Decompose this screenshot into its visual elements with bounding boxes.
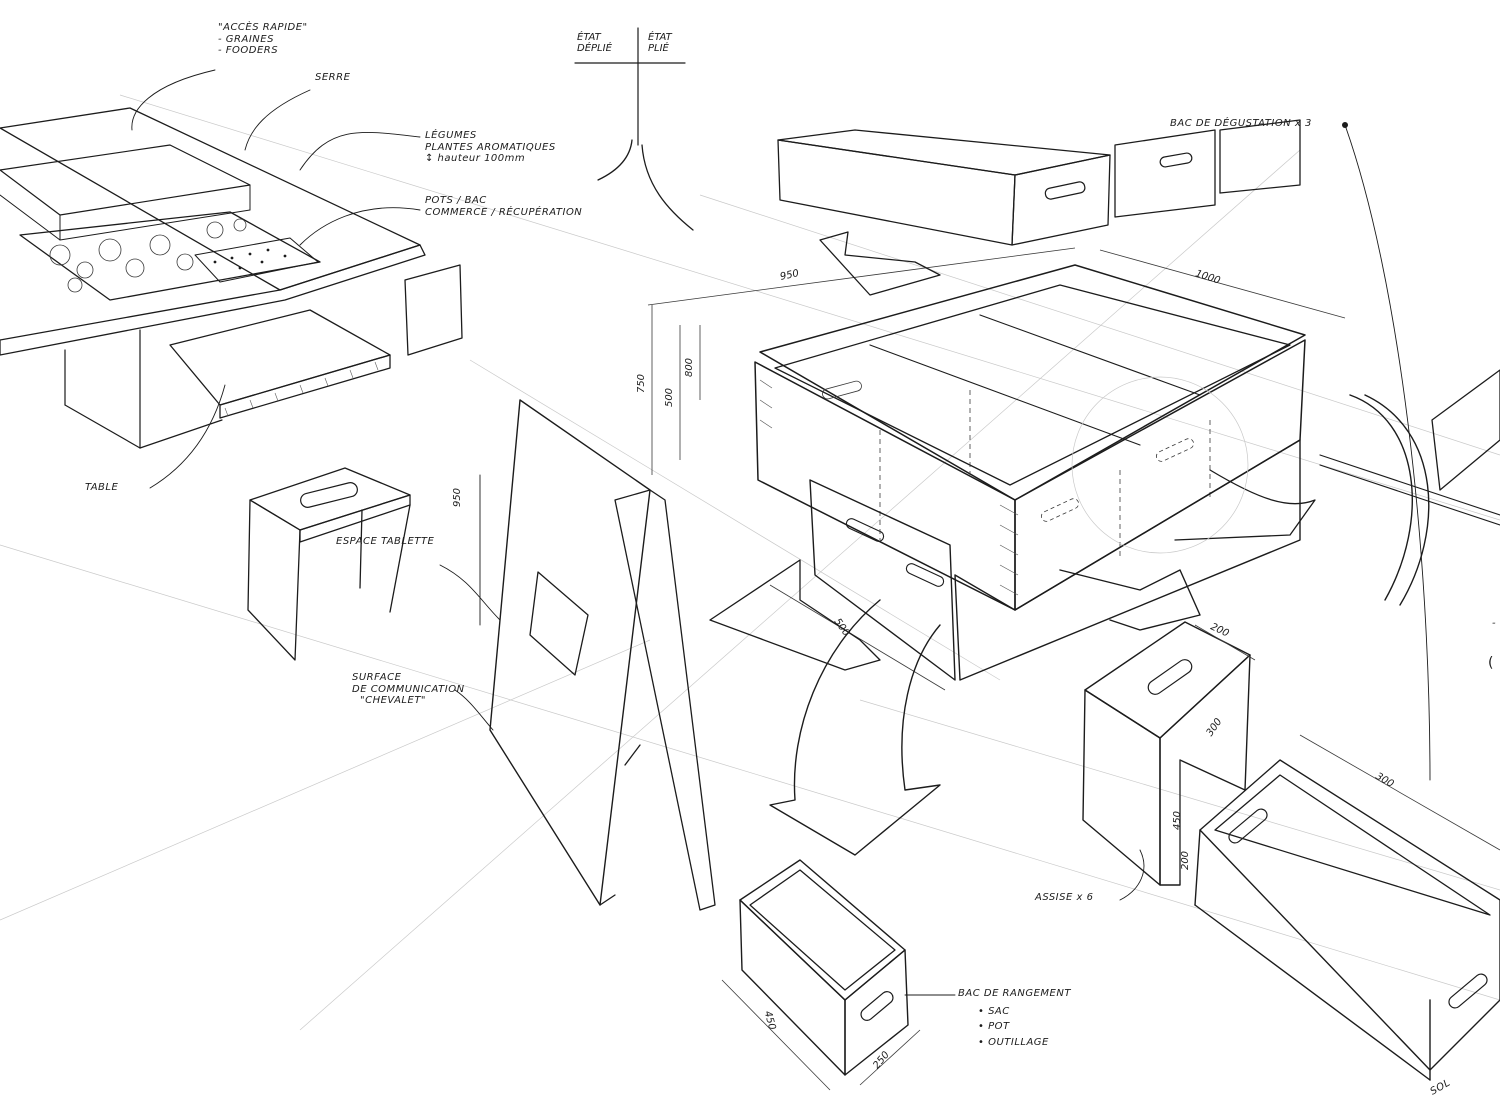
pots-line1: POTS / BAC [425,195,487,206]
storage-bin-sketch [721,859,956,1091]
easel-sketch [439,399,716,911]
greenhouse-label: SERRE [315,72,351,83]
quick-access-note: "ACCÈS RAPIDE" - GRAINES - FOODERS [218,22,308,57]
comm-line1: SURFACE [352,672,402,683]
table-edge-hatch [224,361,379,417]
legend-folded: ÉTAT PLIÉ [648,32,672,54]
cut-paren: ( [1488,655,1494,671]
vegetables-height: ↕ hauteur 100mm [425,153,526,164]
pots-note: POTS / BAC COMMERCE / RÉCUPÉRATION [425,195,582,218]
construction-guides [0,94,1500,1031]
storage-title: BAC DE RANGEMENT [958,988,1071,999]
stool-sketch [247,467,411,661]
legend-cross [574,27,694,231]
dimension-450-seat: 450 [1172,810,1184,831]
front-edge-hatch [759,379,1019,596]
plant-scribbles [49,218,247,293]
storage-item-tools: • OUTILLAGE [978,1036,1049,1048]
seat-sketch [1082,621,1256,901]
unfolded-unit-sketch [647,119,1346,856]
dimension-950-easel: 950 [452,487,464,508]
pot-dots [213,248,287,270]
tasting-bin-label: BAC DE DÉGUSTATION x 3 [1170,118,1312,129]
dimension-800-height: 800 [684,357,696,378]
table-label: TABLE [85,482,119,493]
storage-item-pot: • POT [978,1021,1010,1032]
storage-item-bag: • SAC [978,1005,1010,1017]
legend-folded-line2: PLIÉ [648,43,669,54]
dimension-500-height: 500 [664,387,676,408]
seat-label: ASSISE x 6 [1035,892,1094,903]
legend-unfolded-line1: ÉTAT [577,32,601,43]
legend-unfolded: ÉTAT DÉPLIÉ [577,32,612,54]
vegetables-line2: PLANTES AROMATIQUES [425,141,556,153]
right-edge-sketch [1319,122,1500,781]
shelf-space-label: ESPACE TABLETTE [336,536,435,547]
vegetables-note: LÉGUMES PLANTES AROMATIQUES ↕ hauteur 10… [425,130,556,165]
folded-module-sketch [0,69,463,489]
comm-line2: DE COMMUNICATION [352,683,465,695]
vegetables-line1: LÉGUMES [425,130,477,141]
legend-folded-line1: ÉTAT [648,32,672,43]
dimension-200-seat-side: 200 [1180,850,1192,871]
quick-access-item-fodders: - FOODERS [218,45,279,56]
quick-access-item-seeds: - GRAINES [218,33,274,45]
dimension-750-height: 750 [636,373,648,394]
cut-dash: - [1492,618,1497,629]
comm-line3: "CHEVALET" [360,695,427,706]
storage-bin-note: BAC DE RANGEMENT • SAC • POT • OUTILLAGE [958,988,1071,1048]
quick-access-title: "ACCÈS RAPIDE" [218,22,308,33]
communication-surface-note: SURFACE DE COMMUNICATION "CHEVALET" [352,672,465,707]
legend-unfolded-line2: DÉPLIÉ [577,43,612,54]
tasting-bin-large-sketch [1194,734,1500,1081]
pots-line2: COMMERCE / RÉCUPÉRATION [425,206,583,218]
